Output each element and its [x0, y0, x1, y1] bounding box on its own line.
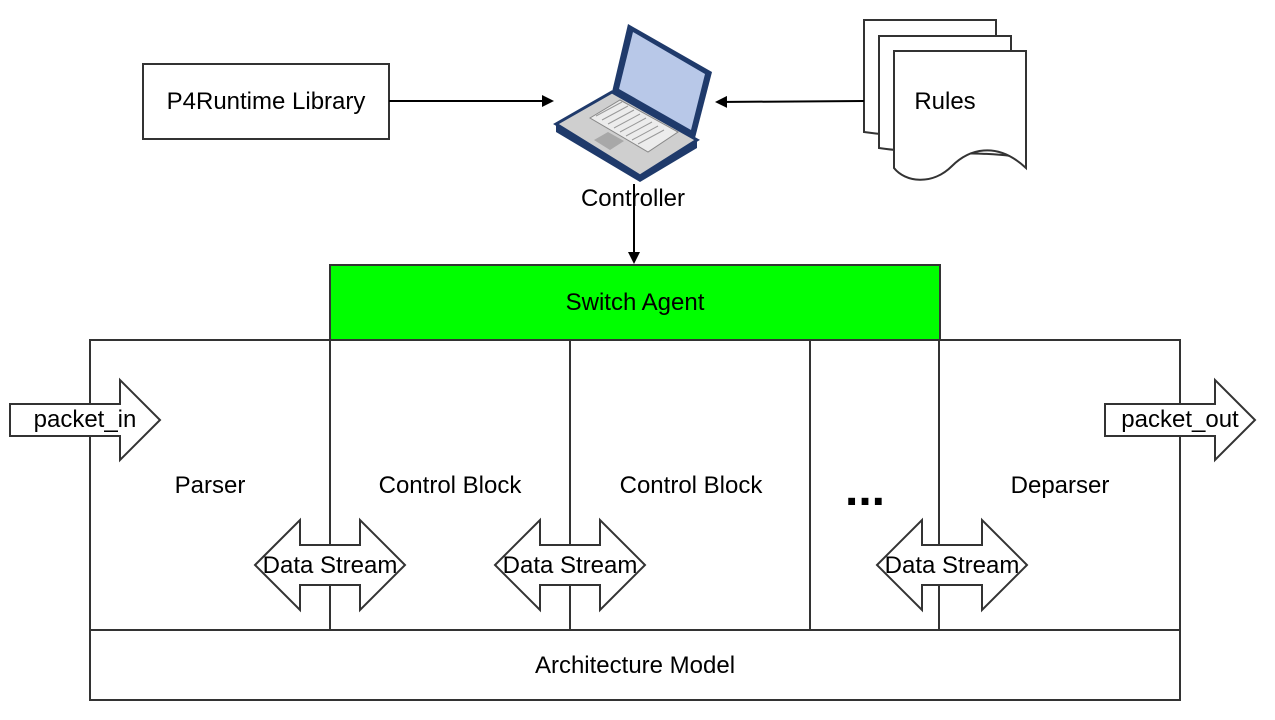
- parser-label: Parser: [175, 472, 246, 499]
- packet-in-label: packet_in: [34, 406, 137, 433]
- data-stream-label: Data Stream: [885, 552, 1020, 579]
- packet-out-label: packet_out: [1121, 406, 1239, 433]
- ellipsis-label: ...: [845, 463, 885, 516]
- control-block-label: Control Block: [620, 472, 764, 499]
- p4runtime-library-label: P4Runtime Library: [167, 88, 366, 115]
- switch-agent-label: Switch Agent: [566, 289, 705, 316]
- rules-to-controller-arrow: [715, 95, 865, 108]
- data-stream-label: Data Stream: [263, 552, 398, 579]
- laptop-icon: [553, 24, 712, 182]
- packet-in-arrow: packet_in: [9, 377, 162, 463]
- data-stream-arrow: Data Stream: [875, 517, 1029, 613]
- packet-out-arrow: packet_out: [1104, 377, 1257, 463]
- data-stream-arrow: Data Stream: [253, 517, 407, 613]
- control-block-label: Control Block: [379, 472, 523, 499]
- data-stream-label: Data Stream: [503, 552, 638, 579]
- architecture-model-box: Architecture Model: [89, 629, 1181, 701]
- documents-stack-icon: Rules: [863, 19, 1027, 181]
- rules-label: Rules: [914, 88, 975, 115]
- architecture-model-label: Architecture Model: [535, 652, 735, 679]
- switch-agent-box: Switch Agent: [329, 264, 941, 341]
- p4runtime-library-box: P4Runtime Library: [142, 63, 390, 140]
- deparser-label: Deparser: [1011, 472, 1110, 499]
- data-stream-arrow: Data Stream: [493, 517, 647, 613]
